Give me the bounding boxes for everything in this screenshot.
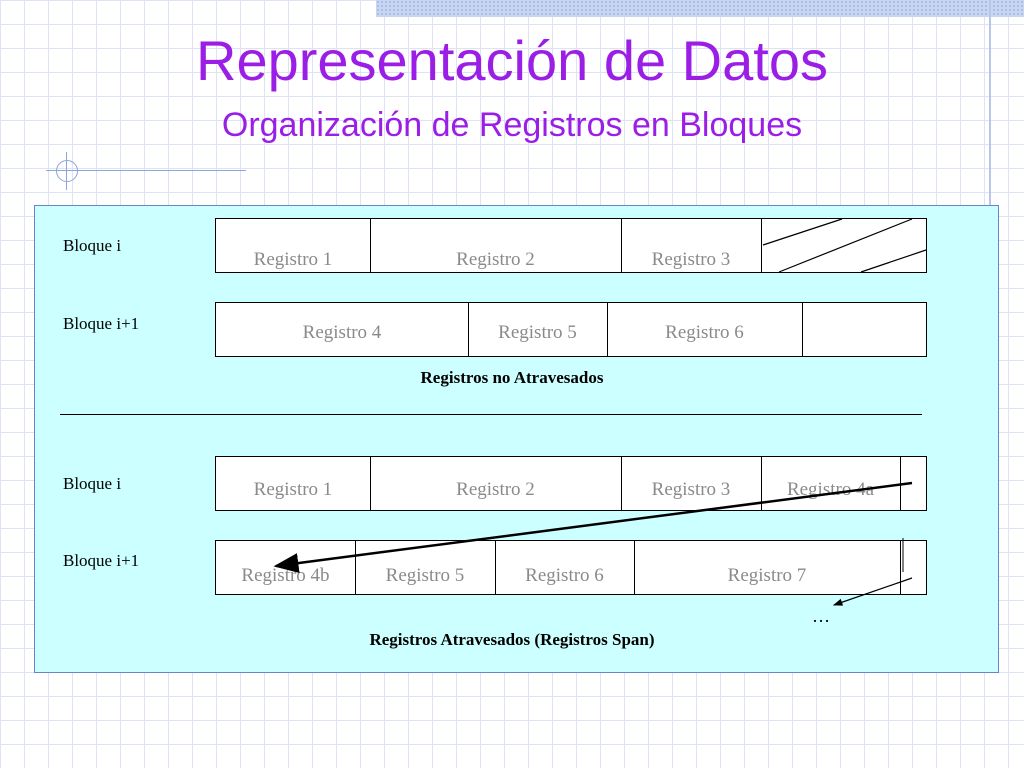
record-cell	[900, 457, 926, 510]
block-i-label: Bloque i	[63, 474, 122, 493]
record-cell: Registro 6	[495, 541, 635, 594]
record-label: Registro 4	[302, 322, 382, 343]
record-label: Registro 3	[651, 249, 731, 270]
spanned-block-i1: Registro 4b Registro 5 Registro 6 Regist…	[215, 540, 927, 595]
spanned-block-i: Registro 1 Registro 2 Registro 3 Registr…	[215, 456, 927, 511]
ornament-line	[46, 170, 246, 171]
unspanned-block-i1: Registro 4 Registro 5 Registro 6	[215, 302, 927, 357]
diagram-panel	[34, 205, 999, 673]
record-cell: Registro 4b	[216, 541, 356, 594]
record-label: Registro 7	[727, 565, 807, 586]
record-cell: Registro 3	[621, 457, 762, 510]
record-cell: Registro 1	[216, 219, 371, 272]
slide-subtitle: Organización de Registros en Bloques	[221, 106, 803, 144]
record-label: Registro 5	[498, 322, 577, 343]
record-label: Registro 4a	[786, 479, 875, 500]
record-label: Registro 2	[456, 479, 535, 500]
record-label: Registro 1	[253, 249, 333, 270]
record-cell: Registro 4a	[761, 457, 901, 510]
unused-space-cell	[802, 303, 926, 356]
ornament-circle-icon	[56, 160, 78, 182]
record-cell	[900, 541, 926, 594]
record-label: Registro 6	[525, 565, 604, 586]
record-cell: Registro 1	[216, 457, 371, 510]
record-cell: Registro 5	[468, 303, 608, 356]
slide-title: Representación de Datos	[196, 29, 828, 92]
record-label: Registro 2	[456, 249, 535, 270]
record-label: Registro 5	[385, 565, 465, 586]
record-cell: Registro 5	[355, 541, 496, 594]
header-band	[376, 0, 1024, 17]
record-cell: Registro 7	[634, 541, 901, 594]
record-label: Registro 6	[665, 322, 744, 343]
record-cell: Registro 2	[370, 457, 622, 510]
record-label: Registro 4b	[241, 565, 330, 586]
unspanned-caption: Registros no Atravesados	[420, 368, 604, 387]
record-label: Registro 1	[253, 479, 333, 500]
ornament-tick	[66, 152, 67, 190]
unspanned-block-i: Registro 1 Registro 2 Registro 3	[215, 218, 927, 273]
record-cell: Registro 4	[216, 303, 469, 356]
section-divider	[60, 414, 922, 415]
spanned-caption: Registros Atravesados (Registros Span)	[369, 630, 655, 649]
record-cell: Registro 2	[370, 219, 622, 272]
record-cell: Registro 3	[621, 219, 762, 272]
decorative-rule	[989, 0, 991, 205]
unused-space-cell	[761, 219, 926, 272]
record-label: Registro 3	[651, 479, 731, 500]
record-cell: Registro 6	[607, 303, 803, 356]
block-i-label: Bloque i	[63, 236, 122, 255]
block-i1-label: Bloque i+1	[63, 551, 140, 570]
continuation-ellipsis: …	[812, 606, 830, 626]
block-i1-label: Bloque i+1	[63, 314, 140, 333]
